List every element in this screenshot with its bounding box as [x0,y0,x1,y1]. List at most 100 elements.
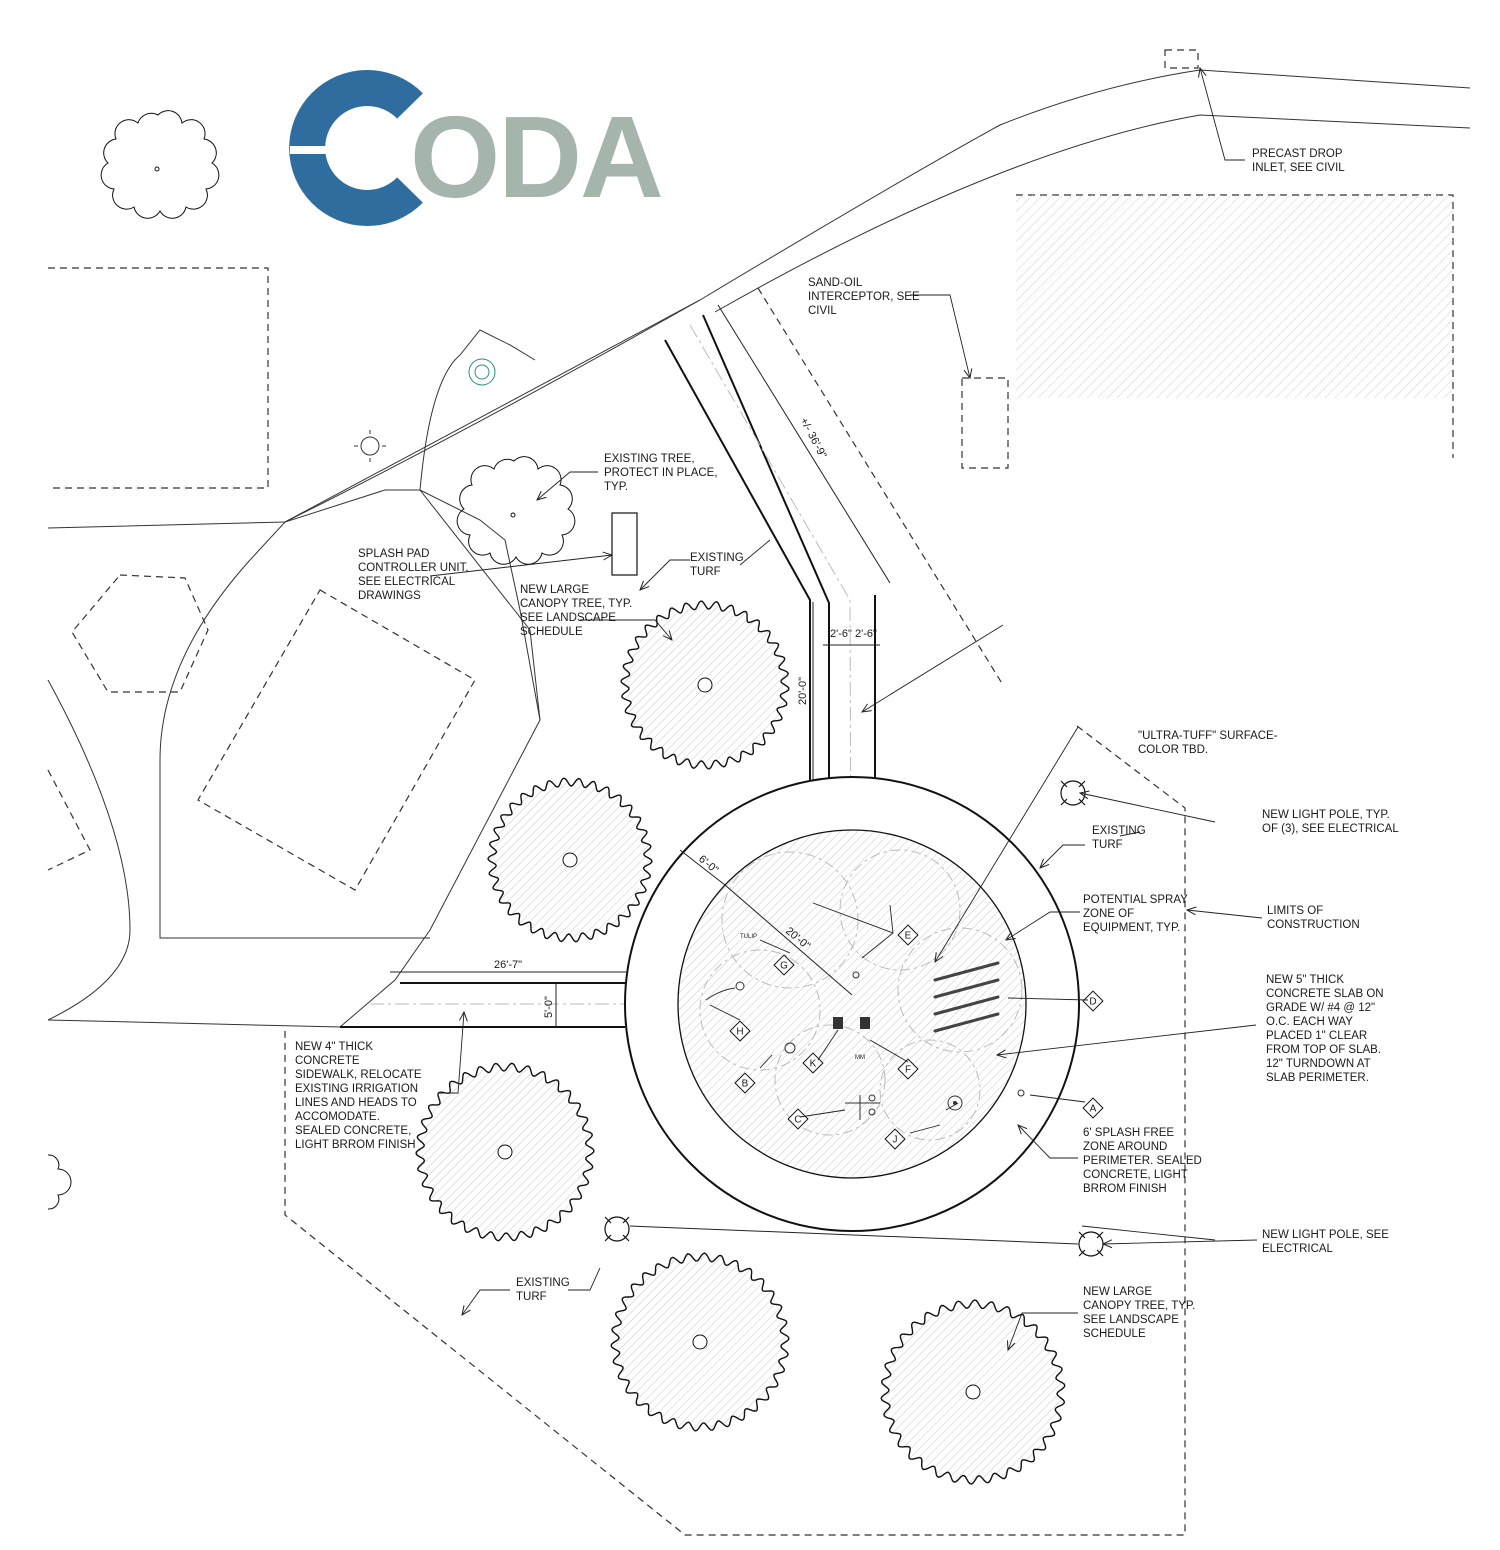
new-canopy-tree-icon [487,777,653,943]
note-line: 12" TURNDOWN AT [1266,1058,1371,1070]
logo-wordmark: ODA [410,92,662,222]
note-line: O.C. EACH WAY [1266,1016,1353,1028]
note-line: CIVIL [808,305,837,317]
note-line: PLACED 1" CLEAR [1266,1030,1367,1042]
equipment-tag-k: K [802,1052,824,1074]
tag-diamond [1082,990,1104,1012]
existing-tree-topleft [100,110,220,219]
note-line: TYP. [604,481,628,493]
note-line: NEW LIGHT POLE, SEE [1262,1229,1389,1241]
note-existing-turf-bottom: EXISTING TURF [516,1277,570,1303]
leader-lines [429,68,1263,1350]
tag-letter: C [794,1115,801,1126]
note-line: BRROM FINISH [1083,1183,1167,1195]
note-line: NEW 5" THICK [1266,974,1344,986]
new-canopy-tree-icon [415,1062,595,1242]
note-line: POTENTIAL SPRAY [1083,894,1188,906]
logo-c-mark [289,70,423,226]
tag-letter: J [893,1135,898,1146]
splash-controller-unit [611,512,638,576]
note-line: EXISTING [1092,825,1146,837]
note-line: TURF [690,566,721,578]
note-line: EXISTING [516,1277,570,1289]
tag-diamond [734,1072,756,1094]
note-line: NEW 4" THICK [295,1041,373,1053]
new-canopy-tree-icon [880,1299,1066,1485]
tree-trunk [497,1144,513,1160]
note-line: NEW LARGE [1083,1286,1152,1298]
note-line: SCHEDULE [1083,1328,1146,1340]
note-line: DRAWINGS [358,590,421,602]
tag-diamond [884,1128,906,1150]
note-line: INTERCEPTOR, SEE [808,291,920,303]
note-line: GRADE W/ #4 @ 12" [1266,1002,1375,1014]
note-line: CANOPY TREE, TYP. [520,598,632,610]
note-ultra-tuff: "ULTRA-TUFF" SURFACE- COLOR TBD. [1138,730,1278,756]
note-line: PRECAST DROP [1252,148,1343,160]
note-line: INLET, SEE CIVIL [1252,162,1345,174]
note-splash-controller: SPLASH PAD CONTROLLER UNIT, SEE ELECTRICAL… [358,548,469,602]
tag-letter: D [1089,997,1096,1008]
note-line: EQUIPMENT, TYP. [1083,922,1180,934]
note-line: CONSTRUCTION [1267,919,1360,931]
note-line: NEW LARGE [520,584,589,596]
note-line: SPLASH PAD [358,548,429,560]
tag-diamond [729,1020,751,1042]
equipment-tag-j: J [884,1128,906,1150]
note-existing-tree: EXISTING TREE,PROTECT IN PLACE,TYP. [604,453,718,493]
note-line: ZONE AROUND [1083,1141,1167,1153]
tag-diamond [1082,1097,1104,1119]
splash-pad: TULIP MM [624,776,1080,1232]
note-line: COLOR TBD. [1138,744,1208,756]
note-line: SIDEWALK, RELOCATE [295,1069,422,1081]
dim-walk-length: +/- 36'-9" [797,416,828,461]
note-line: PERIMETER. SEALED [1083,1155,1202,1167]
light-poles [604,780,1104,1257]
label-mm: MM [855,1055,865,1061]
tag-diamond [897,1058,919,1080]
existing-tree [456,456,576,565]
equipment-tag-d: D [1082,990,1104,1012]
tree-trunk [562,852,578,868]
note-line: ACCOMODATE. [295,1111,380,1123]
new-canopy-tree-icon [610,1252,790,1432]
note-line: ELECTRICAL [1262,1243,1334,1255]
note-line: OF (3), SEE ELECTRICAL [1262,823,1399,835]
dim-side-length: 26'-7" [494,959,522,971]
dim-walk-w2: 2'-6" [855,628,877,640]
road-lines [47,69,1471,1028]
note-line: FROM TOP OF SLAB. [1266,1044,1381,1056]
note-line: CONCRETE SLAB ON [1266,988,1384,1000]
dim-side-width: 5'-0" [543,996,555,1018]
note-sand-oil: SAND-OIL INTERCEPTOR, SEE CIVIL [808,277,920,317]
tag-diamond [802,1052,824,1074]
note-line: CONTROLLER UNIT, [358,562,469,574]
tag-diamond [773,954,795,976]
note-line: SEE ELECTRICAL [358,576,456,588]
manhole [468,358,496,386]
note-line: SEE LANDSCAPE [1083,1314,1179,1326]
tree-trunk [697,677,713,693]
note-light-pole-typ: NEW LIGHT POLE, TYP.OF (3), SEE ELECTRIC… [1262,809,1399,835]
note-line: SEALED CONCRETE, [295,1125,411,1137]
walkway [340,314,876,1028]
dim-walk-run: 20'-0" [797,677,809,705]
note-line: "ULTRA-TUFF" SURFACE- [1138,730,1278,742]
note-line: LIMITS OF [1267,905,1323,917]
note-line: SAND-OIL [808,277,863,289]
note-line: LINES AND HEADS TO [295,1097,417,1109]
label-tulip: TULIP [740,934,757,940]
tag-letter: B [742,1079,749,1090]
light-pole-icon [604,1216,630,1242]
note-line: EXISTING IRRIGATION [295,1083,418,1095]
note-line: SCHEDULE [520,626,583,638]
note-line: TURF [516,1291,547,1303]
sun-light-icon [354,430,386,462]
tag-letter: F [905,1065,911,1076]
tag-letter: A [1090,1104,1097,1115]
